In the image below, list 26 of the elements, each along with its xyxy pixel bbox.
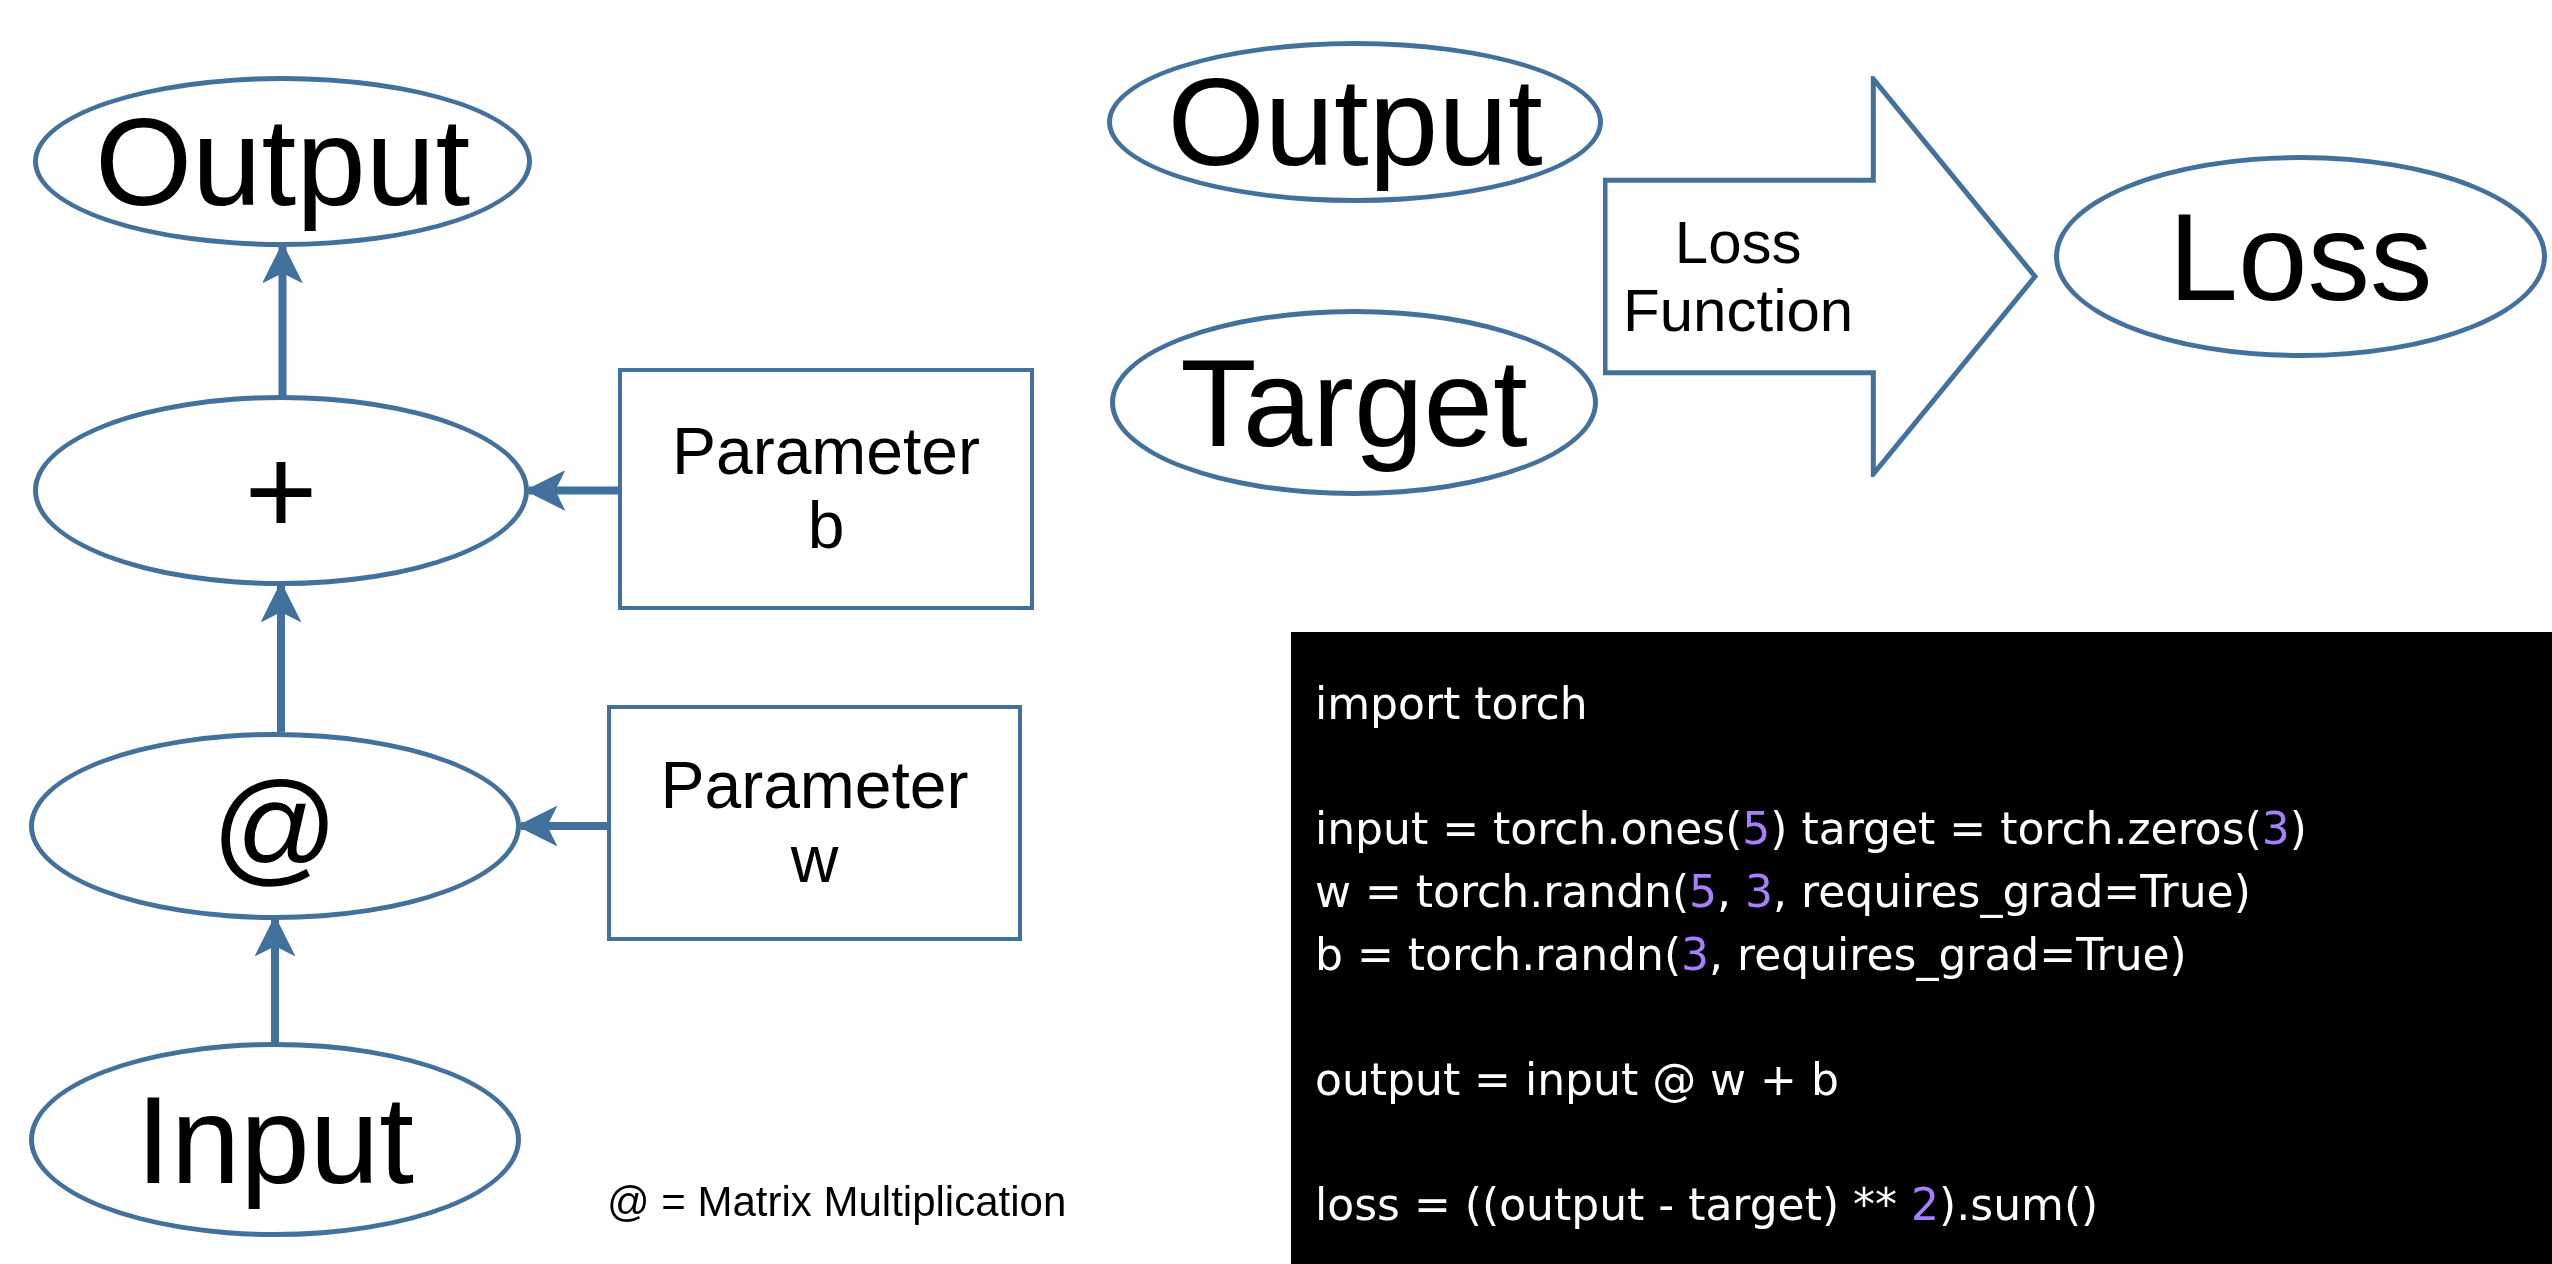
arrow (264, 245, 301, 395)
note-text: @ = Matrix Multiplication (607, 1178, 1067, 1226)
parameter-box (607, 705, 1022, 941)
code-panel (1291, 632, 2552, 1264)
arrow (263, 584, 299, 732)
node-label: Target (1180, 332, 1528, 473)
node-label: Input (136, 1069, 414, 1210)
code-line: input = torch.ones(5) target = torch.zeros(3) (1315, 802, 2308, 856)
node-label: Parameter b (670, 415, 982, 563)
node-label: Output (1167, 52, 1543, 192)
node-label: Parameter w (659, 749, 970, 897)
code-line: w = torch.randn(5, 3, requires_grad=True) (1315, 865, 2252, 920)
code-line: output = input @ w + b (1315, 1053, 1840, 1107)
code-line: b = torch.randn(3, requires_grad=True) (1315, 928, 2188, 983)
code-line: import torch (1315, 677, 1589, 731)
node-label: Output (94, 91, 471, 232)
node-label: Loss Function (1622, 209, 1855, 344)
arrow (519, 808, 607, 844)
code-line: loss = ((output - target) ** 2).sum() (1315, 1178, 2100, 1232)
arrow (257, 918, 293, 1042)
node-label: + (244, 420, 318, 561)
block-arrow (1603, 76, 2039, 477)
node-label: @ (211, 756, 339, 896)
arrow (527, 472, 618, 509)
parameter-box (618, 368, 1034, 610)
node-label: Loss (2168, 186, 2433, 327)
